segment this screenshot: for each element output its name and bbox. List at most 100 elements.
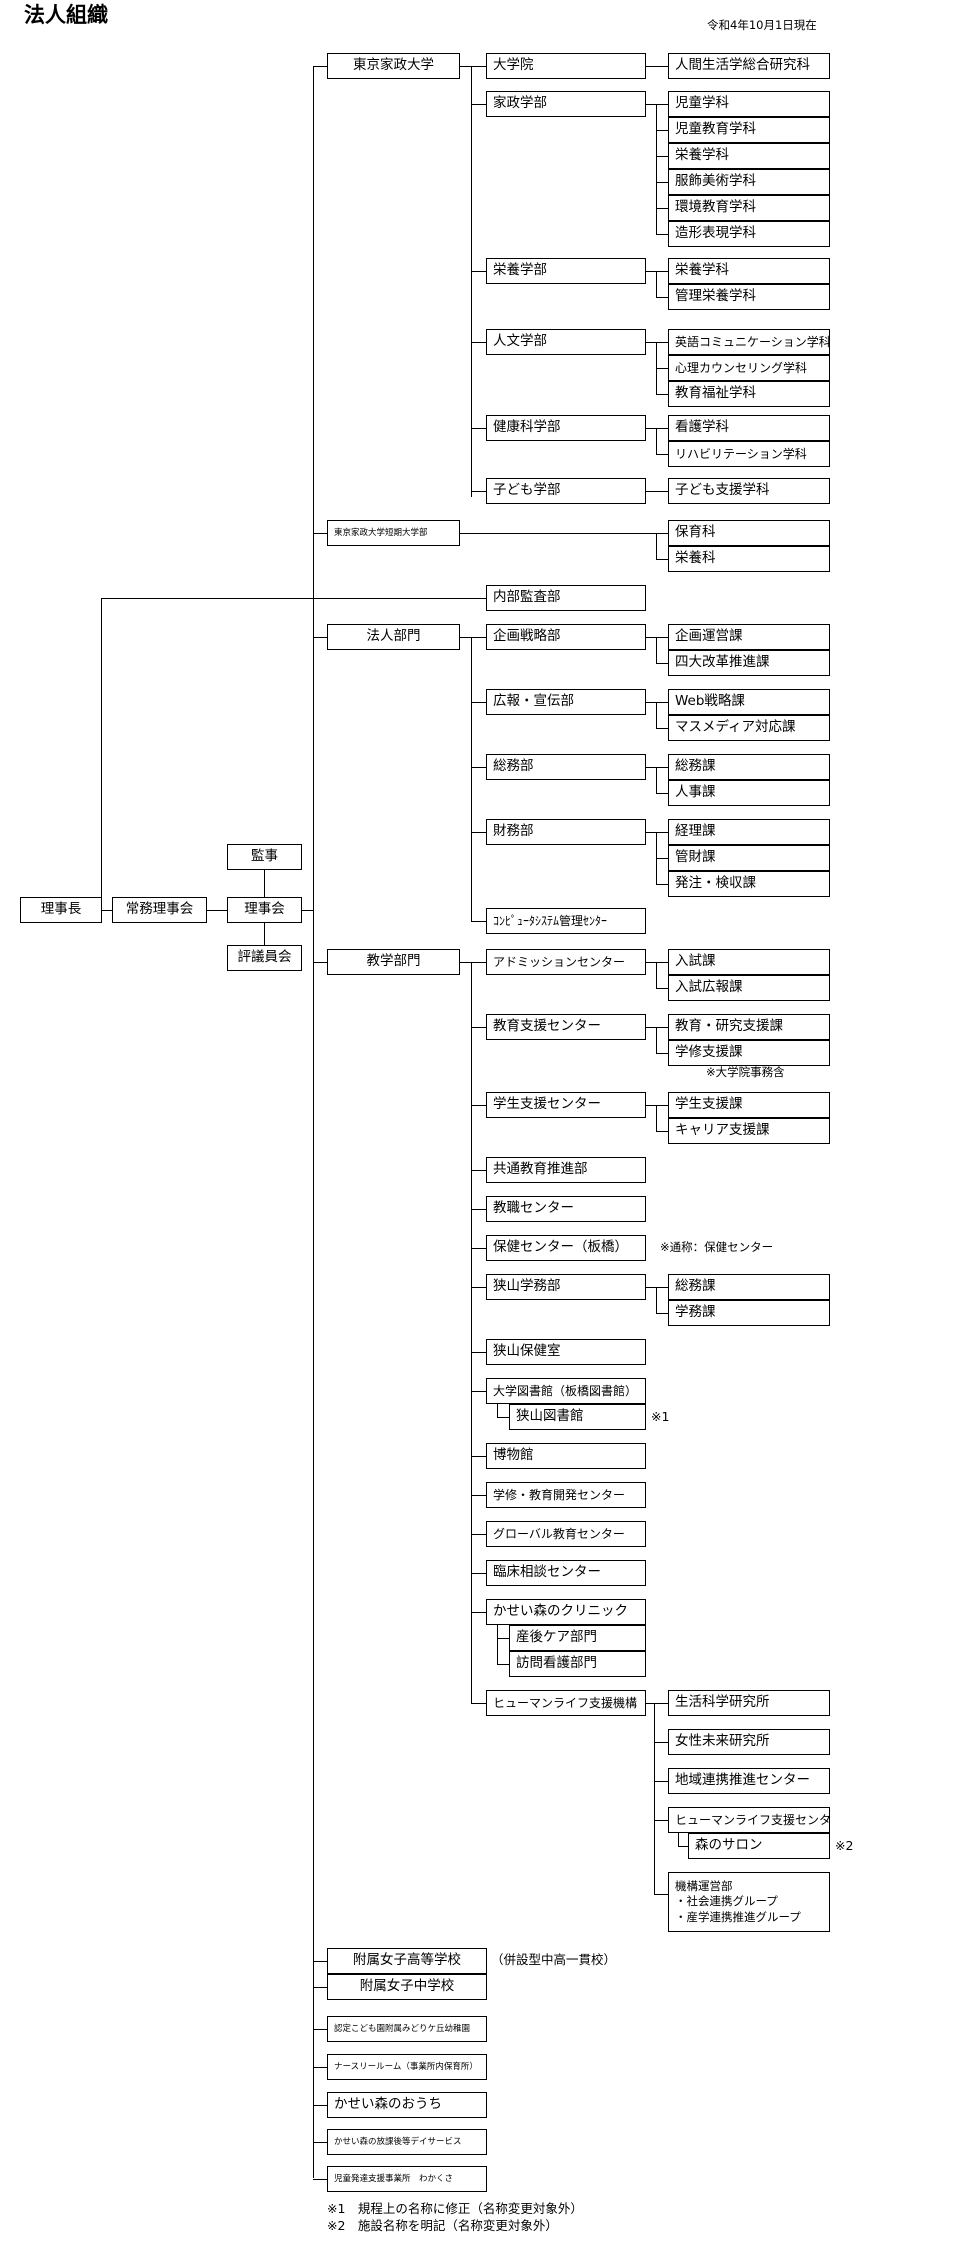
junior-school-box[interactable]: 附属女子中学校 [327,1974,487,2000]
clinic-sub-box[interactable]: 訪問看護部門 [509,1651,646,1677]
section-box[interactable]: Web戦略課 [668,689,830,715]
academic-unit-box[interactable]: アドミッションセンター [486,949,646,975]
institute-box[interactable]: 地域連携推進センター [668,1768,830,1794]
clinic-box[interactable]: かせい森のクリニック [486,1599,646,1625]
clinic-sub-box[interactable]: 産後ケア部門 [509,1625,646,1651]
dept-box[interactable]: 環境教育学科 [668,195,830,221]
grad-school-box[interactable]: 大学院 [486,53,646,79]
high-school-box[interactable]: 附属女子高等学校 [327,1948,487,1974]
connector-line [678,1833,679,1847]
section-box[interactable]: 人事課 [668,780,830,806]
connector-line [471,962,472,1704]
connector-line [471,1248,487,1249]
faculty-box[interactable]: 子ども学部 [486,478,646,504]
academic-unit-box[interactable]: 狭山保健室 [486,1339,646,1365]
note-label: ※大学院事務含 [706,1065,785,1079]
auditor-box[interactable]: 監事 [227,844,302,870]
section-box[interactable]: 四大改革推進課 [668,650,830,676]
academic-unit-box[interactable]: 狭山学務部 [486,1274,646,1300]
connector-line [646,342,669,343]
dept-box[interactable]: 栄養学科 [668,143,830,169]
section-box[interactable]: 入試広報課 [668,975,830,1001]
dept-box[interactable]: 造形表現学科 [668,221,830,247]
exec-board-box[interactable]: 常務理事会 [112,897,207,923]
chairman-box[interactable]: 理事長 [20,897,102,923]
section-box[interactable]: マスメディア対応課 [668,715,830,741]
facility-box[interactable]: ナースリールーム（事業所内保育所） [327,2054,487,2080]
section-box[interactable]: 学修支援課 [668,1040,830,1066]
academic-unit-box[interactable]: 学生支援センター [486,1092,646,1118]
connector-line [471,702,487,703]
internal-audit-box[interactable]: 内部監査部 [486,585,646,611]
library-box[interactable]: 大学図書館（板橋図書館） [486,1378,646,1404]
faculty-box[interactable]: 家政学部 [486,91,646,117]
section-box[interactable]: 総務課 [668,1274,830,1300]
corporate-division-box[interactable]: 法人部門 [327,624,460,650]
corporate-unit-box[interactable]: 企画戦略部 [486,624,646,650]
section-box[interactable]: キャリア支援課 [668,1118,830,1144]
connector-line [656,702,657,729]
section-box[interactable]: 学務課 [668,1300,830,1326]
dept-box[interactable]: 服飾美術学科 [668,169,830,195]
connector-line [471,637,487,638]
academic-unit-box[interactable]: 学修・教育開発センター [486,1482,646,1508]
dept-box[interactable]: 管理栄養学科 [668,284,830,310]
institute-box[interactable]: 生活科学研究所 [668,1690,830,1716]
section-box[interactable]: 入試課 [668,949,830,975]
section-box[interactable]: 経理課 [668,819,830,845]
dept-box[interactable]: 児童学科 [668,91,830,117]
dept-box[interactable]: 保育科 [668,520,830,546]
academic-division-box[interactable]: 教学部門 [327,949,460,975]
section-box[interactable]: 学生支援課 [668,1092,830,1118]
dept-box[interactable]: 心理カウンセリング学科 [668,355,830,381]
dept-box[interactable]: 栄養科 [668,546,830,572]
facility-box[interactable]: 児童発達支援事業所 わかくさ [327,2166,487,2192]
faculty-box[interactable]: 健康科学部 [486,415,646,441]
grad-institute-box[interactable]: 人間生活学総合研究科 [668,53,830,79]
institute-box[interactable]: 女性未来研究所 [668,1729,830,1755]
dept-box[interactable]: 教育福祉学科 [668,381,830,407]
corporate-unit-box[interactable]: 総務部 [486,754,646,780]
connector-line [313,66,328,67]
dept-box[interactable]: リハビリテーション学科 [668,441,830,467]
dept-box[interactable]: 看護学科 [668,415,830,441]
section-box[interactable]: 教育・研究支援課 [668,1014,830,1040]
corporate-unit-box[interactable]: ｺﾝﾋﾟｭｰﾀｼｽﾃﾑ管理ｾﾝﾀｰ [486,908,646,934]
connector-line [654,1742,669,1743]
connector-line [656,728,669,729]
facility-box[interactable]: 認定こども園附属みどりケ丘幼稚園 [327,2016,487,2042]
academic-unit-box[interactable]: 臨床相談センター [486,1560,646,1586]
section-box[interactable]: 発注・検収課 [668,871,830,897]
connector-line [656,156,669,157]
branch-library-box[interactable]: 狭山図書館 [509,1404,646,1430]
faculty-box[interactable]: 栄養学部 [486,258,646,284]
dept-box[interactable]: 英語コミュニケーション学科 [668,329,830,355]
university-box[interactable]: 東京家政大学 [327,53,460,79]
dept-box[interactable]: 児童教育学科 [668,117,830,143]
academic-unit-box[interactable]: 教育支援センター [486,1014,646,1040]
corporate-unit-box[interactable]: 財務部 [486,819,646,845]
connector-line [646,702,669,703]
connector-line [646,832,669,833]
ops-box[interactable]: 機構運営部・社会連携グループ・産学連携推進グループ [668,1872,830,1932]
section-box[interactable]: 企画運営課 [668,624,830,650]
human-life-box[interactable]: ヒューマンライフ支援機構 [486,1690,646,1716]
council-box[interactable]: 評議員会 [227,945,302,971]
facility-box[interactable]: かせい森のおうち [327,2092,487,2118]
academic-unit-box[interactable]: 保健センター（板橋） [486,1235,646,1261]
academic-unit-box[interactable]: 共通教育推進部 [486,1157,646,1183]
facility-box[interactable]: かせい森の放課後等デイサービス [327,2129,487,2155]
board-box[interactable]: 理事会 [227,897,302,923]
junior-college-box[interactable]: 東京家政大学短期大学部 [327,520,460,546]
corporate-unit-box[interactable]: 広報・宣伝部 [486,689,646,715]
academic-unit-box[interactable]: 教職センター [486,1196,646,1222]
faculty-box[interactable]: 人文学部 [486,329,646,355]
academic-unit-box[interactable]: 博物館 [486,1443,646,1469]
hl-center-box[interactable]: ヒューマンライフ支援センター [668,1807,830,1833]
section-box[interactable]: 総務課 [668,754,830,780]
section-box[interactable]: 管財課 [668,845,830,871]
salon-box[interactable]: 森のサロン [688,1833,830,1859]
academic-unit-box[interactable]: グローバル教育センター [486,1521,646,1547]
dept-box[interactable]: 栄養学科 [668,258,830,284]
dept-box[interactable]: 子ども支援学科 [668,478,830,504]
